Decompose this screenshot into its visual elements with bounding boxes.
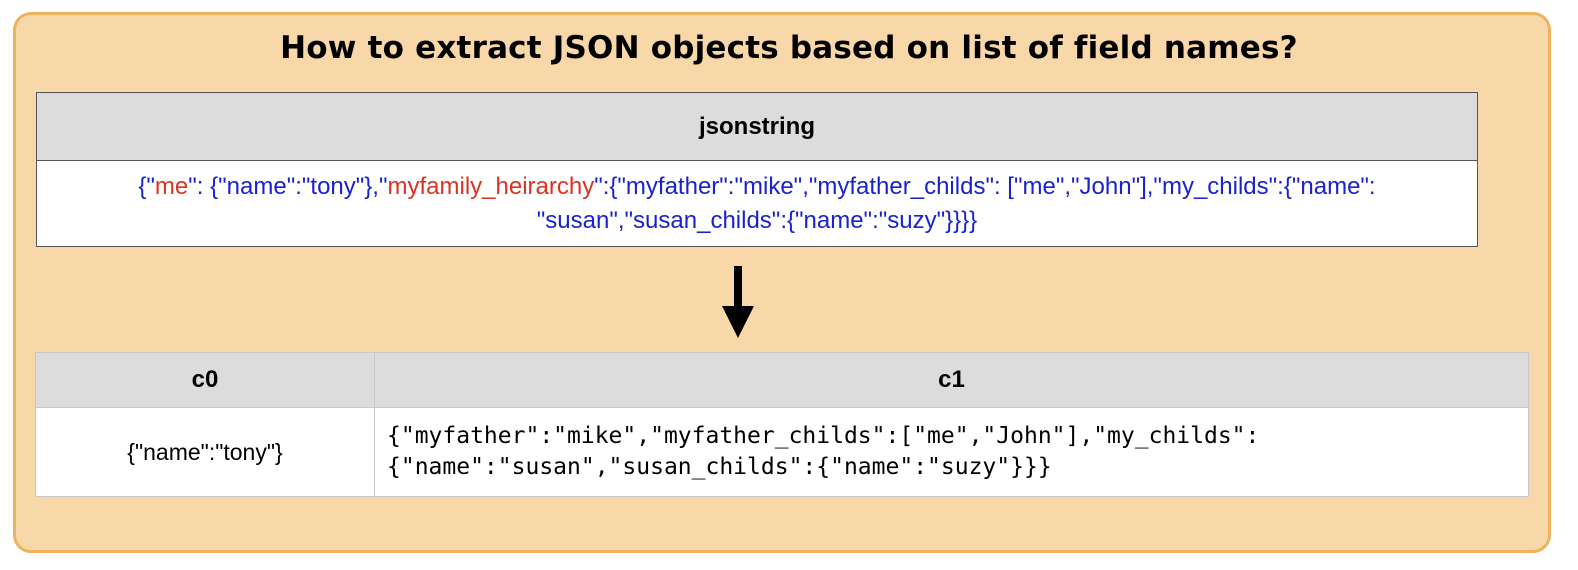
json-name-tony-segment: ": {"name":"tony"}," [188, 172, 388, 200]
result-c1-line-2: {"name":"susan","susan_childs":{"name":"… [387, 454, 1052, 480]
json-brace-quote: {" [138, 172, 155, 200]
table-row: {"name":"tony"} {"myfather":"mike","myfa… [35, 407, 1529, 497]
result-column-header-c1: c1 [374, 352, 1529, 408]
result-cell-c0: {"name":"tony"} [35, 407, 375, 497]
source-table: jsonstring {"me": {"name":"tony"},"myfam… [36, 92, 1478, 247]
source-json-line-2: "susan","susan_childs":{"name":"suzy"}}}… [536, 206, 978, 234]
json-key-me: me [154, 172, 189, 200]
result-column-header-c0: c0 [35, 352, 375, 408]
result-table: c0 c1 {"name":"tony"} {"myfather":"mike"… [35, 352, 1529, 497]
source-json-line-1: {"me": {"name":"tony"},"myfamily_heirarc… [77, 170, 1437, 204]
result-c1-line-1: {"myfather":"mike","myfather_childs":["m… [387, 423, 1260, 449]
result-cell-c1: {"myfather":"mike","myfather_childs":["m… [374, 407, 1529, 497]
json-key-myfamily-heirarchy: myfamily_heirarchy [387, 172, 595, 200]
source-json-cell: {"me": {"name":"tony"},"myfamily_heirarc… [36, 160, 1478, 247]
down-arrow-icon [722, 266, 754, 338]
source-column-header: jsonstring [36, 92, 1478, 161]
diagram-title: How to extract JSON objects based on lis… [280, 30, 1298, 66]
json-family-segment: ":{"myfather":"mike","myfather_childs": … [594, 172, 1376, 200]
